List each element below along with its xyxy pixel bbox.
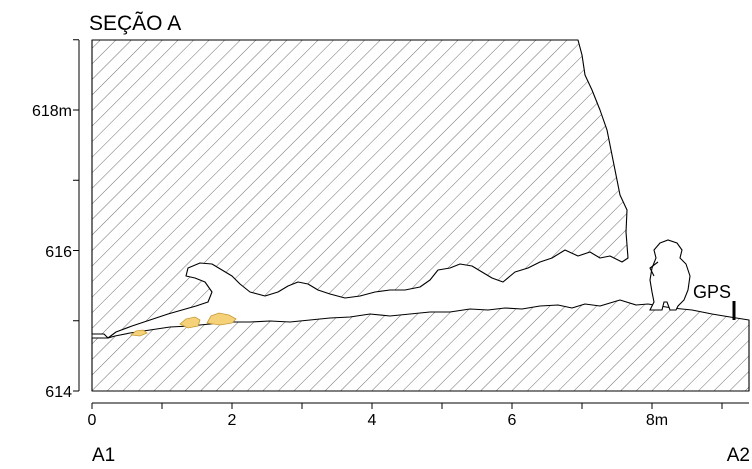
section-start-label: A1 (92, 445, 115, 466)
person-scale-figure (649, 239, 691, 311)
y-tick-label-618: 618m (32, 103, 72, 120)
section-title: SEÇÃO A (89, 11, 181, 35)
x-tick-label-0: 0 (88, 412, 97, 429)
x-tick-label-8m: 8m (646, 412, 668, 429)
deposit-patch-1 (129, 329, 148, 337)
rock-floor (91, 299, 750, 392)
deposit-patch-2 (179, 316, 201, 329)
y-tick-label-616: 616 (45, 244, 72, 261)
x-tick-label-6: 6 (508, 412, 517, 429)
section-end-label: A2 (727, 445, 750, 466)
y-axis-ticks (73, 39, 79, 392)
x-tick-label-2: 2 (228, 412, 237, 429)
gps-label: GPS (693, 282, 731, 302)
y-tick-label-614: 614 (45, 384, 72, 401)
axes (78, 40, 749, 404)
rock-ceiling (91, 39, 629, 339)
deposit-patch-3 (206, 312, 237, 326)
x-axis-ticks (91, 403, 723, 409)
x-tick-label-4: 4 (368, 412, 377, 429)
